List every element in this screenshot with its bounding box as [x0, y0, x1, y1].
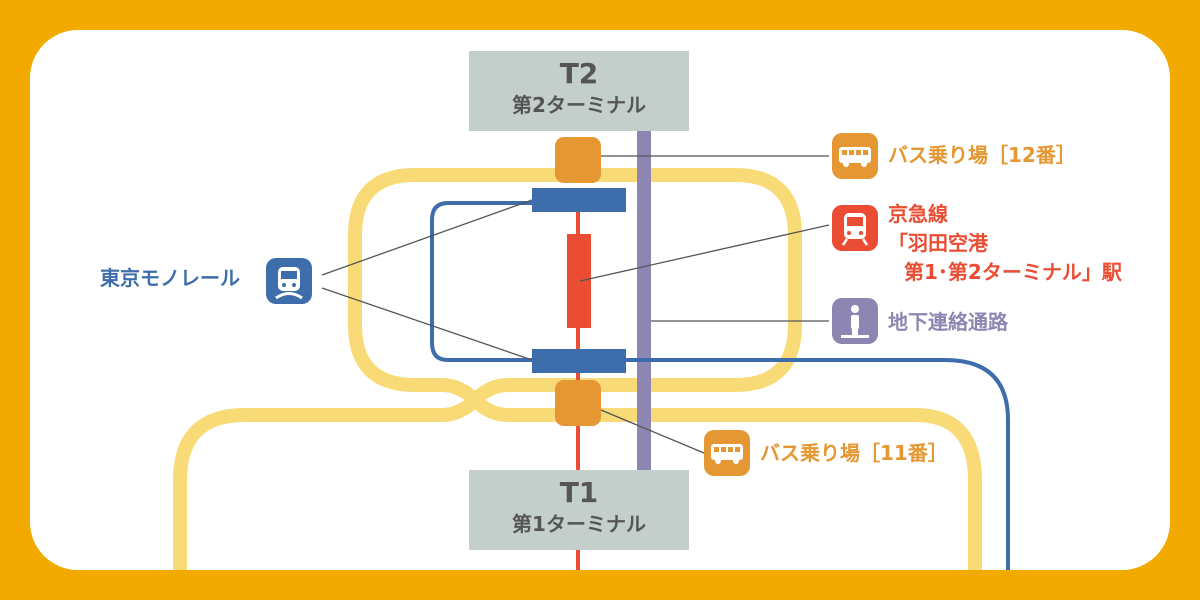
leader-bus11 — [600, 409, 705, 454]
map-canvas: T2 第2ターミナル T1 第1ターミナル バス乗り場［12番］ 京急線 「羽田… — [30, 30, 1170, 570]
terminal-t2-name: 第2ターミナル — [512, 93, 646, 117]
pedestrian-icon — [832, 298, 878, 344]
bus-icon — [832, 133, 878, 179]
bus-icon — [704, 430, 750, 476]
monorail-label: 東京モノレール — [100, 266, 240, 290]
bus-stop-11-marker — [555, 380, 601, 426]
leader-monorail-t2 — [321, 199, 533, 276]
bus-stop-12-marker — [555, 137, 601, 183]
monorail-platform-t2 — [532, 188, 626, 212]
terminal-t1-box: T1 第1ターミナル — [469, 470, 689, 550]
road-lower-loop — [348, 168, 982, 570]
terminal-t1-name: 第1ターミナル — [512, 512, 646, 536]
bus-stop-11-label: バス乗り場［11番］ — [760, 441, 948, 465]
terminal-t2-code: T2 — [559, 57, 599, 90]
monorail-line — [430, 201, 1010, 570]
route-map — [173, 130, 1010, 570]
monorail-platform-t1 — [532, 349, 626, 373]
terminal-t1-code: T1 — [559, 476, 599, 509]
passage-label: 地下連絡通路 — [888, 310, 1008, 334]
road-upper-loop — [173, 168, 802, 570]
monorail-icon — [266, 258, 312, 304]
terminal-t2-box: T2 第2ターミナル — [469, 51, 689, 131]
keikyu-label-line2: 「羽田空港 — [888, 231, 988, 255]
keikyu-label-line1: 京急線 — [888, 202, 948, 226]
leader-keikyu — [579, 224, 830, 282]
bus-stop-12-label: バス乗り場［12番］ — [888, 143, 1076, 167]
keikyu-station-platform — [567, 234, 591, 328]
train-icon — [832, 205, 878, 251]
leader-monorail-t1 — [321, 287, 533, 361]
keikyu-label-line3: 第1･第2ターミナル」駅 — [904, 260, 1122, 284]
